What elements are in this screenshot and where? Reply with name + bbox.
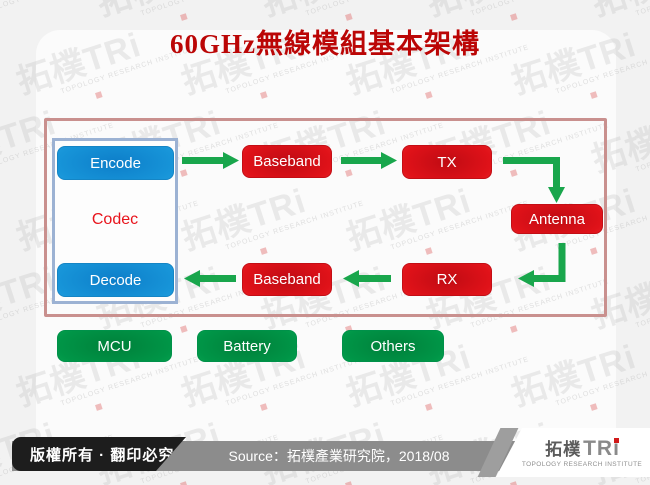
logo-cjk-text: 拓樸 [545, 439, 582, 459]
node-baseband-top: Baseband [242, 145, 332, 178]
node-others: Others [342, 330, 444, 362]
copyright-ribbon: 版權所有 · 翻印必究 [12, 437, 186, 471]
node-antenna: Antenna [511, 204, 603, 234]
logo-latin-text: TR [583, 436, 614, 460]
node-baseband-bottom: Baseband [242, 263, 332, 296]
source-text: Source：拓樸產業研究院，2018/08 [228, 448, 450, 464]
node-tx: TX [402, 145, 492, 179]
node-mcu: MCU [57, 330, 172, 362]
module-boundary-box [44, 118, 607, 317]
node-encode: Encode [57, 146, 174, 180]
node-rx: RX [402, 263, 492, 296]
node-decode: Decode [57, 263, 174, 297]
logo-subtitle: TOPOLOGY RESEARCH INSTITUTE [521, 460, 643, 468]
codec-group-label: Codec [91, 211, 139, 228]
page-title: 60GHz無線模組基本架構 [170, 29, 480, 59]
logo-red-dot-icon [614, 437, 620, 443]
copyright-text: 版權所有 · 翻印必究 [30, 446, 175, 464]
company-logo: 拓樸 TR i TOPOLOGY RESEARCH INSTITUTE [496, 428, 650, 477]
node-battery: Battery [197, 330, 297, 362]
logo-i-glyph: i [613, 436, 620, 460]
logo-wordmark: 拓樸 TR i [545, 436, 620, 460]
